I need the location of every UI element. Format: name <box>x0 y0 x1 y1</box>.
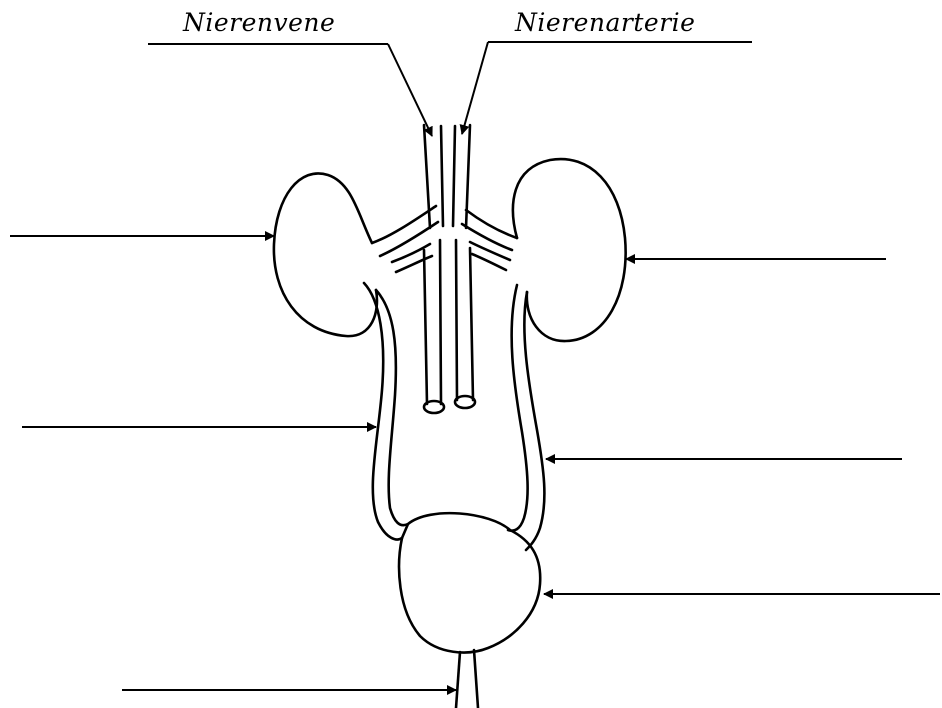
right-renal-vein <box>466 210 517 238</box>
left-kidney <box>274 173 377 336</box>
vein-leader-arrow <box>388 44 432 136</box>
right-ureter <box>524 292 544 550</box>
right-iliac-vessel <box>456 240 457 400</box>
vessel-divider-2 <box>453 126 455 226</box>
left-ureter <box>364 283 402 539</box>
left-renal-vein <box>372 206 436 243</box>
bladder <box>399 513 540 652</box>
vessel-divider-1 <box>441 126 443 226</box>
urethra <box>456 652 460 708</box>
label-renal-vein: Nierenvene <box>183 8 335 37</box>
right-renal-artery <box>470 242 510 260</box>
label-renal-artery: Nierenarterie <box>515 8 695 37</box>
left-iliac-vessel <box>424 250 427 404</box>
artery-leader-arrow <box>462 42 488 134</box>
right-kidney <box>513 159 626 341</box>
